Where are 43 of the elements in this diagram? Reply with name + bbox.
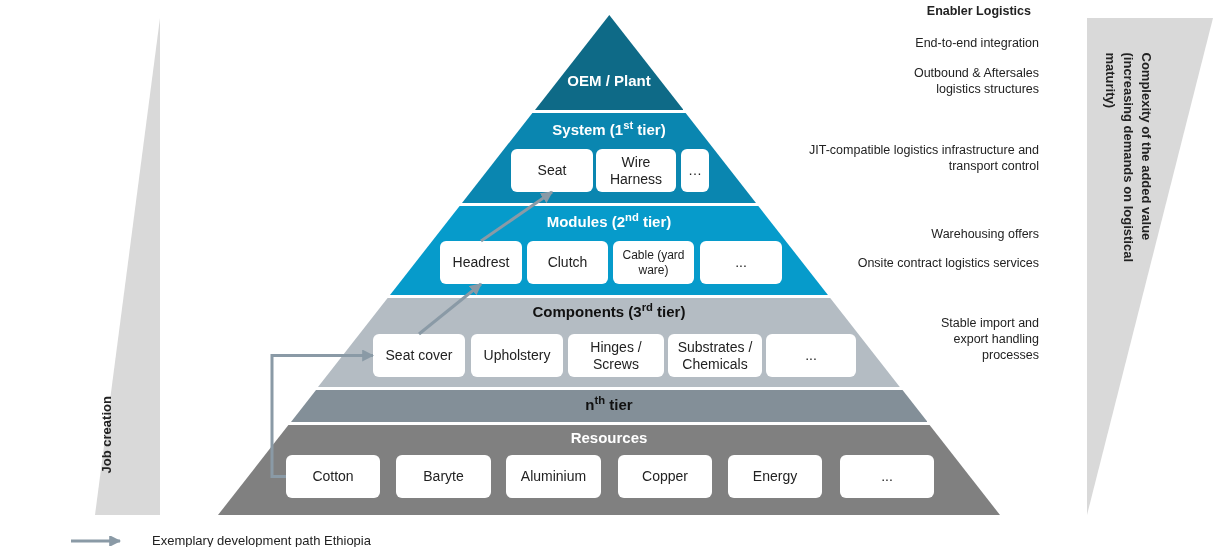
tier-heading: Resources: [570, 429, 648, 447]
tier-heading: Components (3$^{rd}$ tier): [532, 303, 686, 321]
item-card: Wire Harness: [596, 149, 676, 192]
legend-text: Exemplary development path Ethiopia: [152, 532, 371, 547]
side-note: End-to-end integration: [914, 35, 1039, 51]
item-card: Cotton: [286, 455, 380, 498]
axis-label: Job creation: [97, 396, 115, 474]
side-note: Outbound & Aftersales logistics structures: [912, 65, 1039, 97]
path-arrow: [418, 282, 482, 336]
tier-heading: Modules (2$^{nd}$ tier): [546, 213, 672, 231]
pyramid-tier: [290, 390, 928, 422]
pyramid-tier: [390, 206, 828, 295]
side-note: Warehousing offers: [930, 226, 1039, 242]
item-card: ...: [840, 455, 934, 498]
item-card: Upholstery: [471, 334, 563, 377]
side-note: Enabler Logistics: [925, 3, 1031, 19]
tier-heading: n$^{th}$ tier: [585, 396, 633, 414]
item-card: Baryte: [396, 455, 491, 498]
tier-heading: System (1$^{st}$ tier): [552, 121, 666, 139]
path-arrow: [270, 349, 375, 478]
item-card: Substrates / Chemicals: [668, 334, 762, 377]
item-card: Seat cover: [373, 334, 465, 377]
tier-heading: OEM / Plant: [567, 72, 651, 90]
item-card: Seat: [511, 149, 593, 192]
side-note: Stable import and export handling processes: [940, 315, 1039, 363]
side-note: Onsite contract logistics services: [856, 255, 1039, 271]
item-card: Clutch: [527, 241, 608, 284]
pyramid-tier: [318, 298, 900, 387]
item-card: Aluminium: [506, 455, 601, 498]
pyramid-tier: [534, 15, 684, 110]
axis-label: Complexity of the added value (increasing demands on logistical maturity): [1101, 52, 1155, 264]
item-card: Hinges / Screws: [568, 334, 664, 377]
item-card: …: [681, 149, 709, 192]
item-card: Energy: [728, 455, 822, 498]
item-card: Copper: [618, 455, 712, 498]
pyramid-tier: [461, 113, 756, 203]
path-arrow: [480, 190, 553, 243]
item-card: ...: [766, 334, 856, 377]
pyramid-tier: [218, 425, 1000, 515]
item-card: ...: [700, 241, 782, 284]
item-card: Cable (yard ware): [613, 241, 694, 284]
item-card: Headrest: [440, 241, 522, 284]
side-note: JIT-compatible logistics infrastructure and transport control: [808, 142, 1039, 174]
